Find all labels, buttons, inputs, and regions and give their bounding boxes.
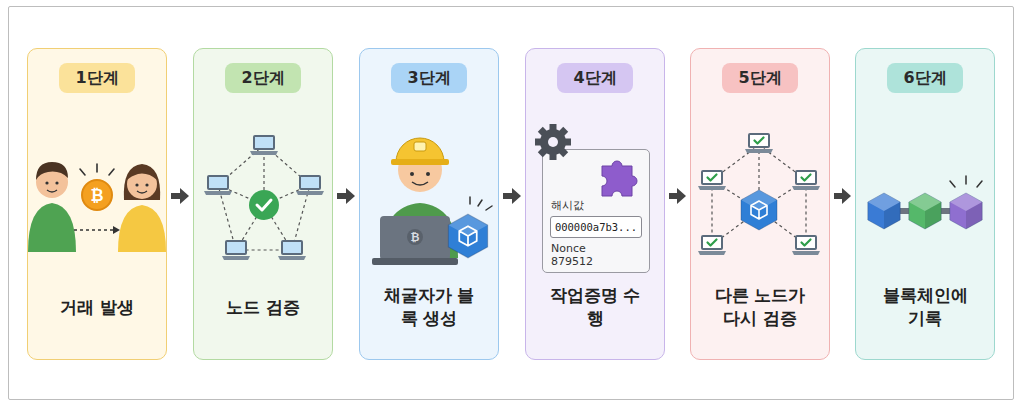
stage-caption: 다른 노드가 다시 검증: [710, 271, 810, 343]
step-label: 4단계: [573, 68, 616, 89]
step-label: 3단계: [407, 68, 450, 89]
stage-card: 노드 검증 2단계: [193, 48, 333, 360]
stage-card: 거래 발생 1단계: [27, 48, 167, 360]
hash-panel: 해시값 Nonce 879512 000000a7b3...: [542, 149, 650, 273]
step-badge: 2단계: [225, 63, 301, 93]
stage-caption: 채굴자가 블록 생성: [379, 271, 479, 343]
stage-caption: 거래 발생: [47, 271, 147, 343]
flow-arrow: [337, 188, 355, 204]
stage-caption: 작업증명 수행: [545, 271, 645, 343]
stage-card: 채굴자가 블록 생성 3단계: [359, 48, 499, 360]
stage-caption: 블록체인에 기록: [875, 271, 975, 343]
flow-arrow: [834, 188, 851, 204]
stage-card: 다른 노드가 다시 검증 5단계: [690, 48, 830, 360]
people-illustration: [28, 162, 166, 252]
step-badge: 1단계: [59, 63, 135, 93]
step-badge: 6단계: [887, 63, 963, 93]
verification-network: [698, 133, 820, 255]
proof-of-work-icons: [535, 124, 637, 196]
step-label: 2단계: [241, 68, 284, 89]
hash-text: Nonce 879512: [551, 242, 597, 268]
hash-text: 000000a7b3...: [555, 221, 637, 233]
block-chain: [868, 176, 982, 229]
stage-caption: 노드 검증: [213, 271, 313, 343]
step-badge: 4단계: [557, 63, 633, 93]
miner-illustration: [372, 138, 492, 265]
step-badge: 3단계: [391, 63, 467, 93]
flow-arrow: [669, 188, 686, 204]
node-network: [204, 135, 324, 260]
step-label: 1단계: [75, 68, 118, 89]
step-label: 5단계: [738, 68, 781, 89]
stage-card: 블록체인에 기록 6단계: [855, 48, 995, 360]
stage-card: 작업증명 수행 4단계해시값 Nonce 879512 000000a7b3...: [525, 48, 665, 360]
step-label: 6단계: [903, 68, 946, 89]
flow-arrow: [171, 188, 189, 204]
hash-text: 해시값: [551, 198, 584, 213]
flow-arrow: [503, 188, 521, 204]
step-badge: 5단계: [722, 63, 798, 93]
hash-value-box: 000000a7b3...: [550, 216, 642, 238]
